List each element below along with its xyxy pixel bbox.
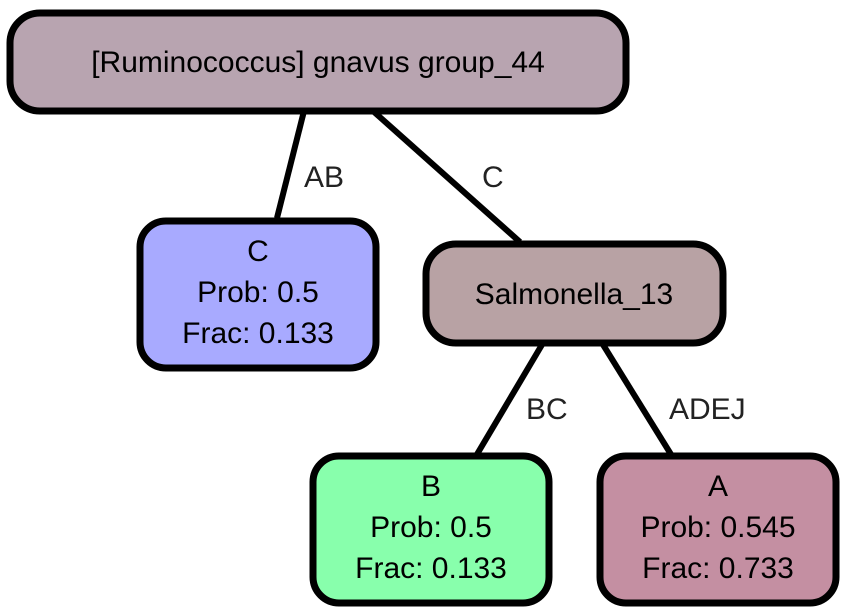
node-root-box bbox=[6, 9, 630, 115]
node-leaf-c-box bbox=[136, 217, 380, 372]
node-leaf-a-prob: Prob: 0.545 bbox=[640, 511, 795, 544]
node-leaf-a-name: A bbox=[708, 470, 728, 503]
edge-root-to-salmonella bbox=[371, 108, 522, 245]
node-leaf-a-frac: Frac: 0.733 bbox=[642, 552, 794, 585]
node-leaf-a-box bbox=[596, 452, 840, 607]
edge-salmonella-to-leaf-b bbox=[473, 341, 546, 458]
node-root-label: [Ruminococcus] gnavus group_44 bbox=[91, 46, 545, 79]
edge-label-ab: AB bbox=[304, 161, 344, 194]
node-leaf-b-box bbox=[309, 452, 553, 607]
node-leaf-b-frac: Frac: 0.133 bbox=[355, 552, 507, 585]
node-leaf-c-name: C bbox=[247, 235, 269, 268]
node-leaf-a: A Prob: 0.545 Frac: 0.733 bbox=[596, 452, 840, 607]
node-root: [Ruminococcus] gnavus group_44 bbox=[6, 9, 630, 115]
node-salmonella-box bbox=[422, 240, 727, 347]
node-leaf-b-prob: Prob: 0.5 bbox=[370, 511, 492, 544]
edge-root-to-leaf-c bbox=[274, 110, 307, 219]
node-leaf-b-name: B bbox=[421, 470, 441, 503]
edge-label-adej: ADEJ bbox=[669, 393, 746, 426]
edge-label-c: C bbox=[482, 161, 504, 194]
node-salmonella: Salmonella_13 bbox=[422, 240, 727, 347]
node-leaf-c-frac: Frac: 0.133 bbox=[182, 317, 334, 350]
node-leaf-b: B Prob: 0.5 Frac: 0.133 bbox=[309, 452, 553, 607]
node-leaf-c: C Prob: 0.5 Frac: 0.133 bbox=[136, 217, 380, 372]
node-salmonella-label: Salmonella_13 bbox=[475, 278, 673, 311]
edge-label-bc: BC bbox=[526, 393, 568, 426]
edge-salmonella-to-leaf-a bbox=[599, 341, 675, 458]
node-leaf-c-prob: Prob: 0.5 bbox=[197, 276, 319, 309]
